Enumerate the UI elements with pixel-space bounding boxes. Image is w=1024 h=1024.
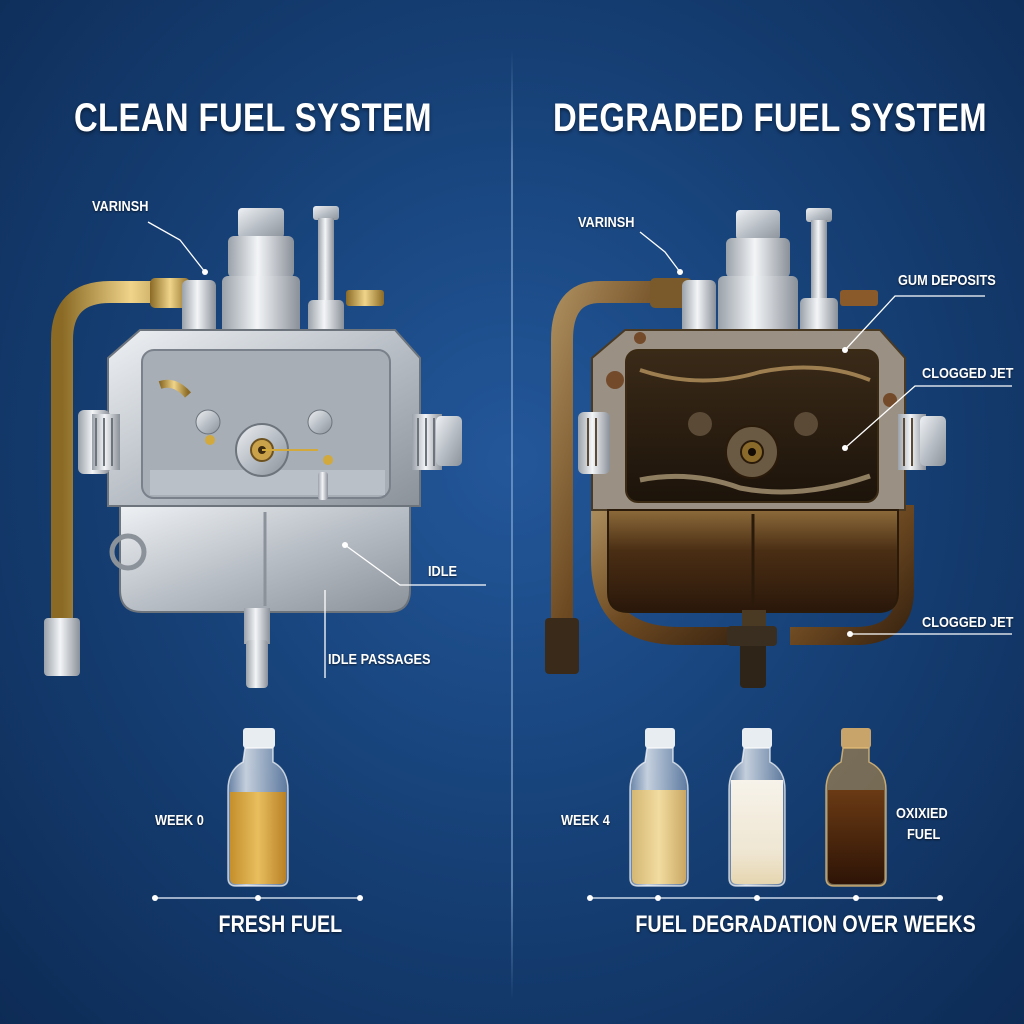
fresh-fuel-caption: FRESH FUEL <box>218 911 343 938</box>
degraded-right-spring <box>898 414 946 470</box>
idle-passages-label: IDLE PASSAGES <box>328 651 431 668</box>
varnish-label-left: VARINSH <box>92 198 149 215</box>
fresh-timeline <box>152 895 363 901</box>
gum-deposits-label: GUM DEPOSITS <box>898 272 996 289</box>
leader-lines <box>147 221 1012 678</box>
clean-left-spring <box>78 410 120 474</box>
fresh-fuel-bottle <box>227 728 289 887</box>
degraded-carburetor <box>545 208 946 688</box>
week-0-label: WEEK 0 <box>155 812 204 829</box>
degraded-system-title: DEGRADED FUEL SYSTEM <box>552 96 988 140</box>
week4-pale-bottle <box>629 728 689 887</box>
idle-label: IDLE <box>428 563 458 580</box>
oxidized-fuel-label-line1: OXIXIED <box>896 805 948 822</box>
oxidized-fuel-label-line2: FUEL <box>907 826 941 843</box>
degraded-drain-nozzle <box>740 640 766 688</box>
clogged-jet-label-top: CLOGGED JET <box>922 365 1014 382</box>
clean-float-tower <box>222 276 300 346</box>
clean-drain-nozzle <box>246 640 268 688</box>
clean-system-title: CLEAN FUEL SYSTEM <box>73 96 433 140</box>
oxidized-fuel-bottle <box>825 728 887 887</box>
week-4-label: WEEK 4 <box>561 812 610 829</box>
panel-divider <box>511 50 513 1000</box>
rusty-fuel-line <box>551 281 680 620</box>
brass-needle-fitting <box>346 290 384 306</box>
clean-right-spring <box>412 414 462 470</box>
cloudy-fuel-bottle <box>728 728 786 887</box>
rusty-fuel-line-end <box>545 618 579 674</box>
degradation-timeline <box>587 895 943 901</box>
brass-fuel-line <box>51 281 200 625</box>
degraded-float-tower <box>718 276 798 346</box>
clean-carburetor <box>44 206 462 688</box>
fuel-line-end-fitting <box>44 618 80 676</box>
fuel-degradation-caption: FUEL DEGRADATION OVER WEEKS <box>635 911 976 938</box>
leader-dots <box>202 269 853 637</box>
varnish-label-right: VARINSH <box>578 214 635 231</box>
clogged-jet-label-bottom: CLOGGED JET <box>922 614 1014 631</box>
degraded-left-spring <box>578 412 610 474</box>
